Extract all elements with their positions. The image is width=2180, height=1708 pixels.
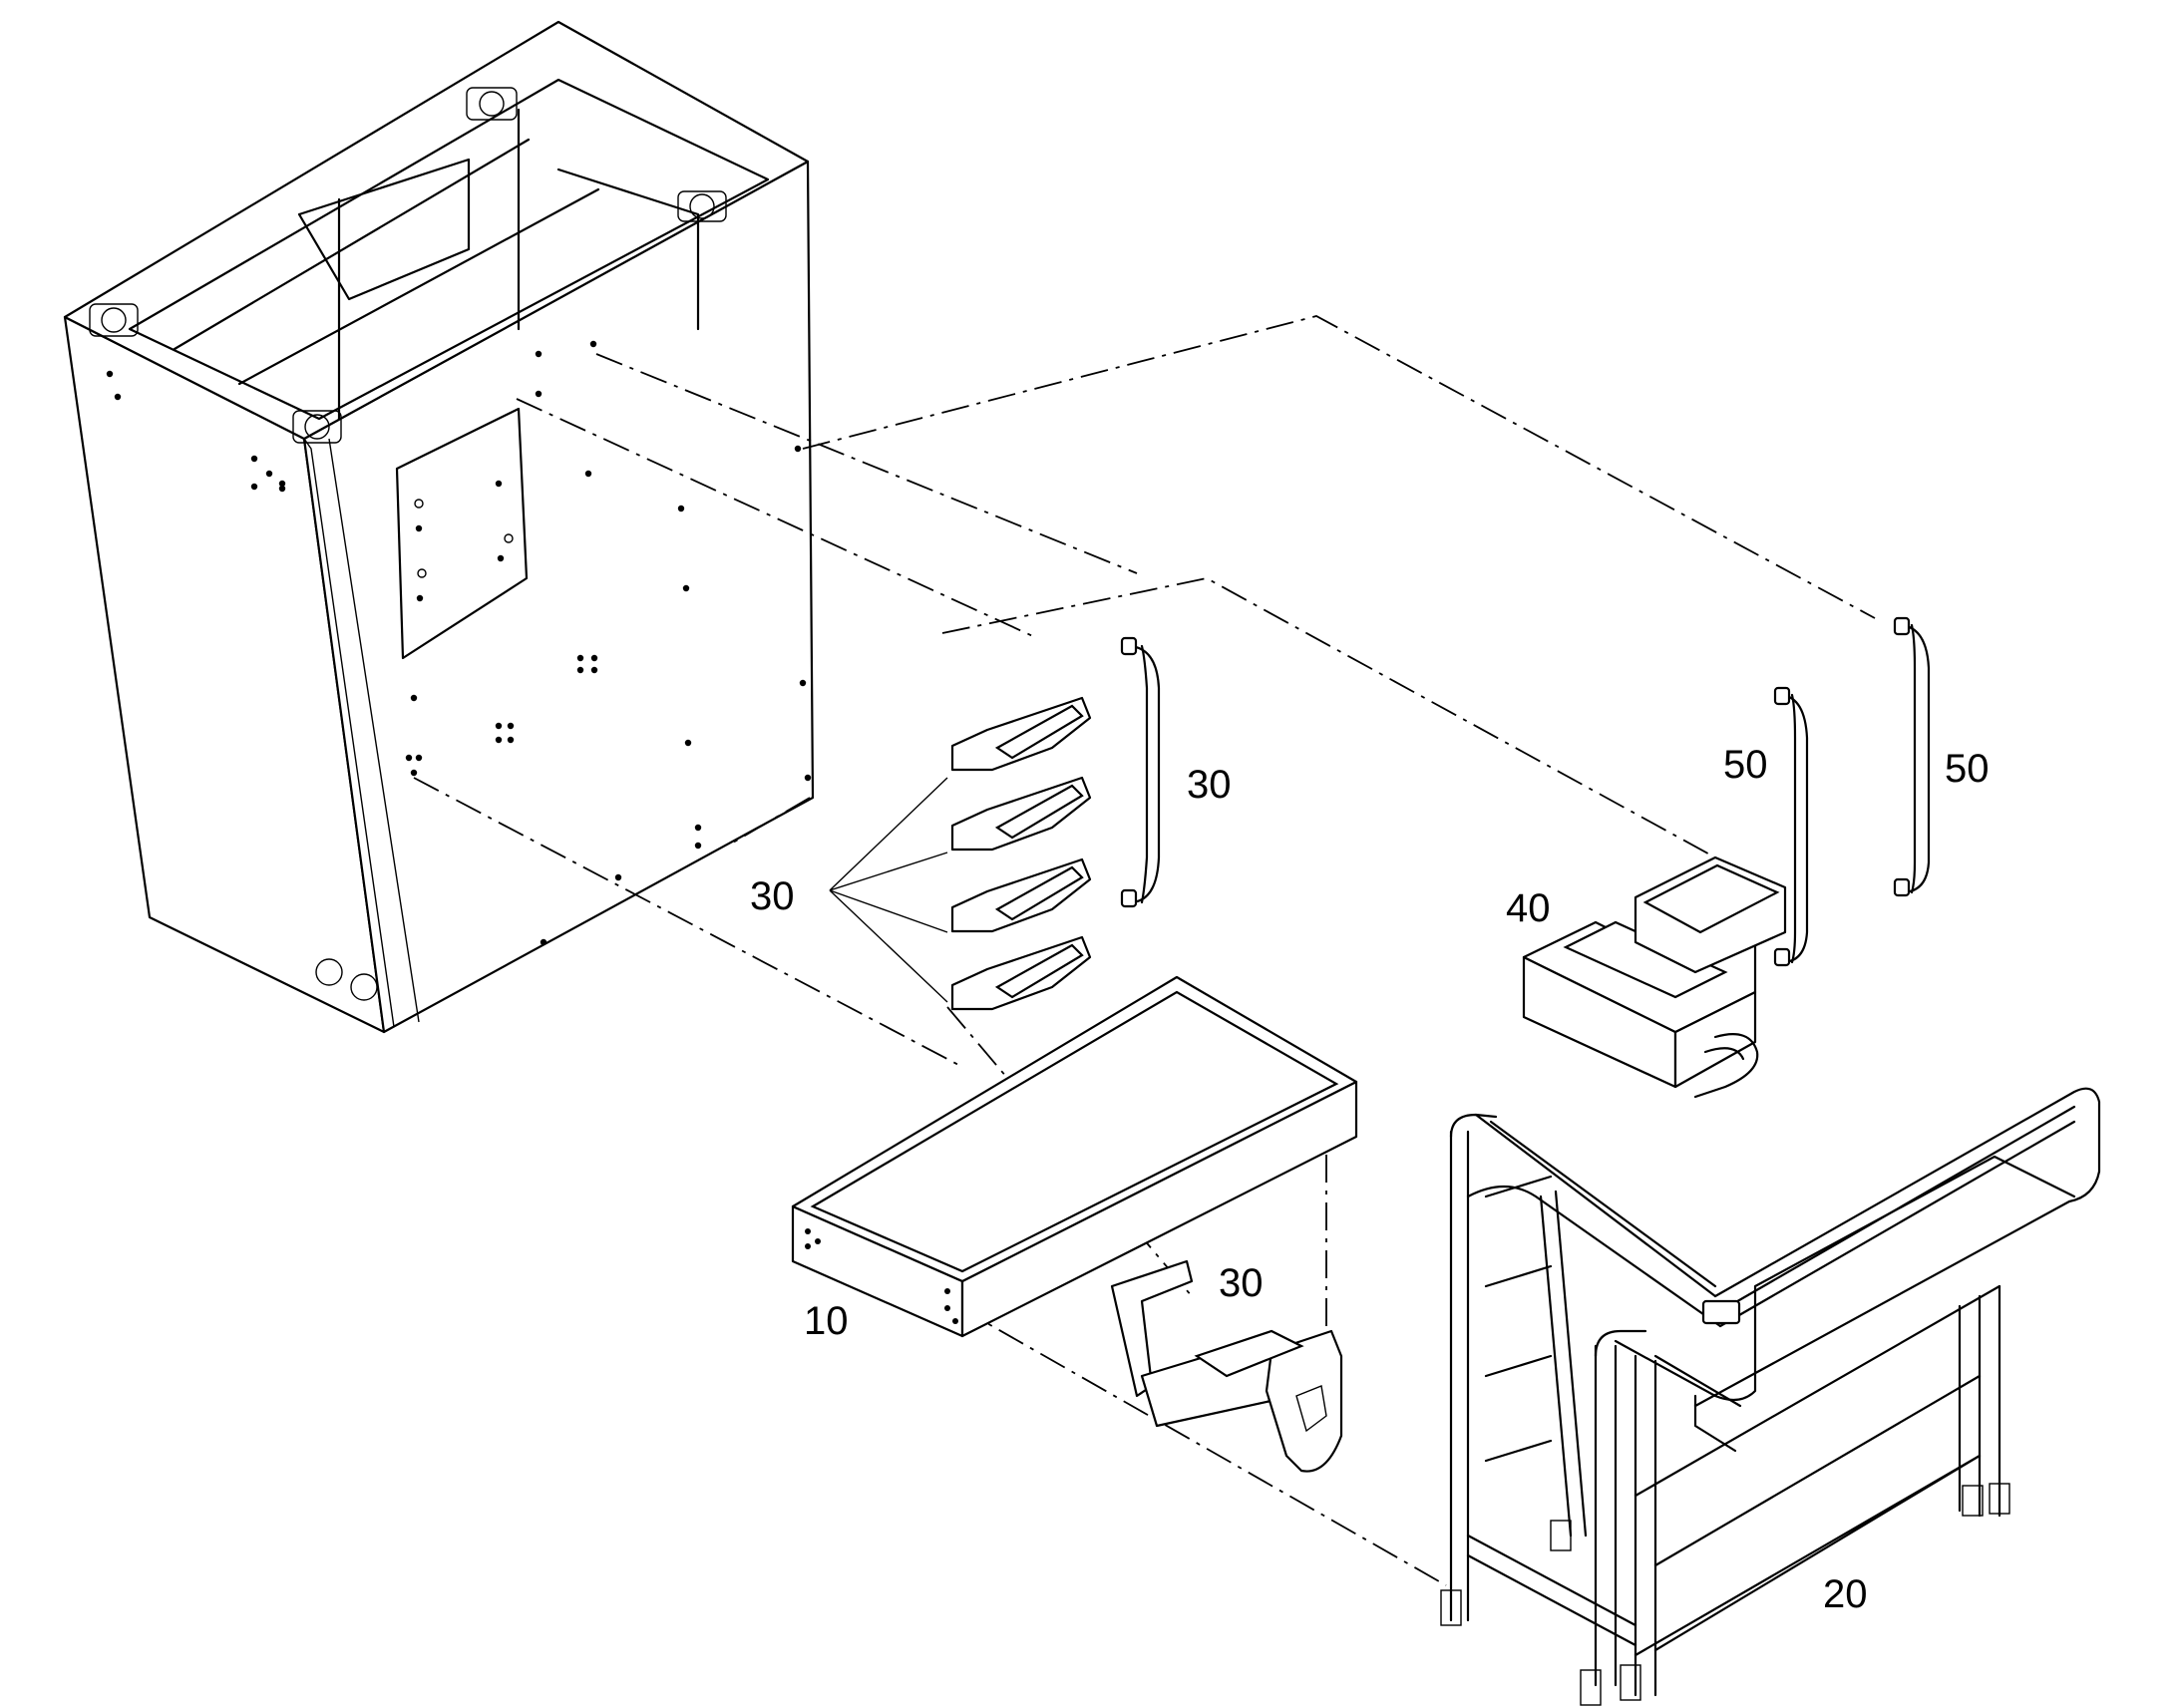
label-handrail-left: 30 (1187, 763, 1232, 807)
label-step-module: 40 (1506, 886, 1551, 930)
label-railing: 20 (1823, 1572, 1868, 1616)
label-handrail-mid: 50 (1723, 743, 1768, 787)
label-upper-step: 30 (1219, 1261, 1264, 1305)
grab-handle-right (1893, 616, 1931, 897)
small-steps (829, 696, 1092, 1011)
label-platform: 10 (804, 1299, 849, 1343)
platform (791, 975, 1358, 1338)
small-step-2 (950, 776, 1092, 852)
grab-handle-left (1120, 636, 1161, 908)
upper-step-bracket (1110, 1259, 1343, 1473)
label-steps-group: 30 (750, 874, 795, 918)
railing-ladder (1440, 1087, 2101, 1706)
tower-frame (63, 20, 815, 1034)
small-step-1 (950, 696, 1092, 772)
step-module (1522, 855, 1787, 1099)
small-step-4 (950, 935, 1092, 1011)
small-step-3 (950, 857, 1092, 933)
grab-handle-mid (1773, 686, 1809, 967)
label-handrail-right: 50 (1945, 747, 1990, 791)
callout-labels: 30 30 30 10 40 50 50 20 (750, 743, 1990, 1616)
